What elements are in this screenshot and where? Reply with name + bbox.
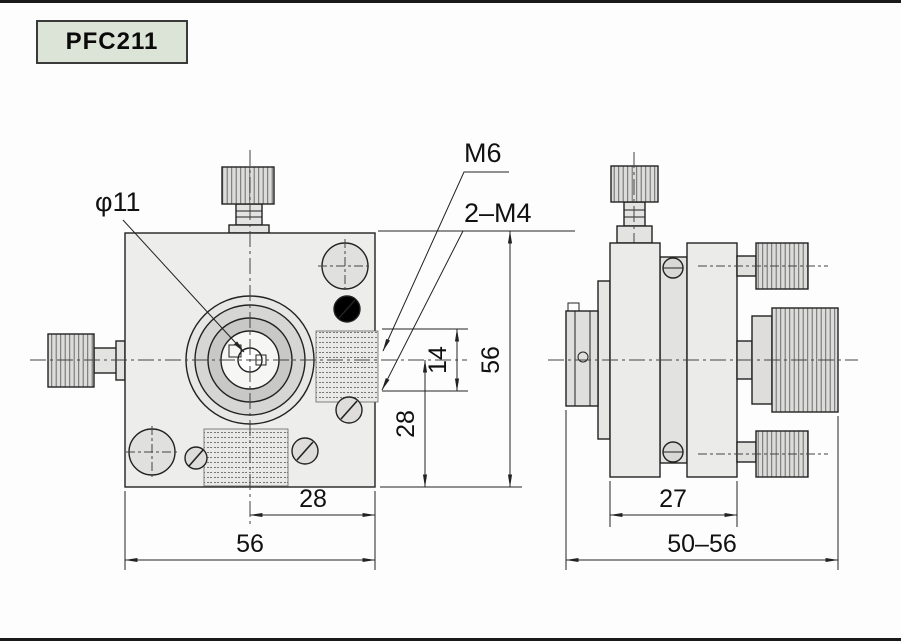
- label-m6: M6: [464, 138, 502, 168]
- side-view: 27 50–56: [548, 152, 858, 570]
- label-phi11: φ11: [95, 187, 141, 217]
- front-hole-top-right: [318, 239, 372, 293]
- front-callouts: φ11 M6 2–M4: [95, 138, 532, 391]
- page-bottom-border: [0, 638, 901, 641]
- side-top-right-knob: [698, 242, 828, 290]
- dim-depth: 27: [659, 485, 687, 513]
- front-hole-bottom-left: [126, 426, 178, 478]
- side-top-knob: [610, 152, 659, 266]
- front-centerlines: [30, 150, 467, 527]
- dim-width: 56: [236, 530, 264, 558]
- model-title-box: PFC211: [36, 20, 188, 64]
- front-slotted-screws: [184, 295, 363, 470]
- dim-height: 56: [477, 346, 505, 374]
- model-title: PFC211: [65, 28, 159, 55]
- dim-center-to-bottom: 28: [392, 410, 420, 438]
- dim-hole-spacing: 14: [424, 346, 452, 374]
- front-dimensions: 14 28 56 28 56: [124, 230, 575, 570]
- dim-overall-depth: 50–56: [667, 530, 737, 558]
- side-dimensions: 27 50–56: [565, 410, 839, 570]
- label-2-m4: 2–M4: [464, 198, 532, 228]
- side-bottom-right-knob: [698, 430, 828, 478]
- dim-center-to-edge: 28: [299, 485, 327, 513]
- front-view: φ11 M6 2–M4 14 28: [30, 138, 575, 570]
- front-texture-patches: [203, 330, 379, 487]
- page-top-border: [0, 0, 901, 3]
- front-top-knob: [221, 166, 275, 234]
